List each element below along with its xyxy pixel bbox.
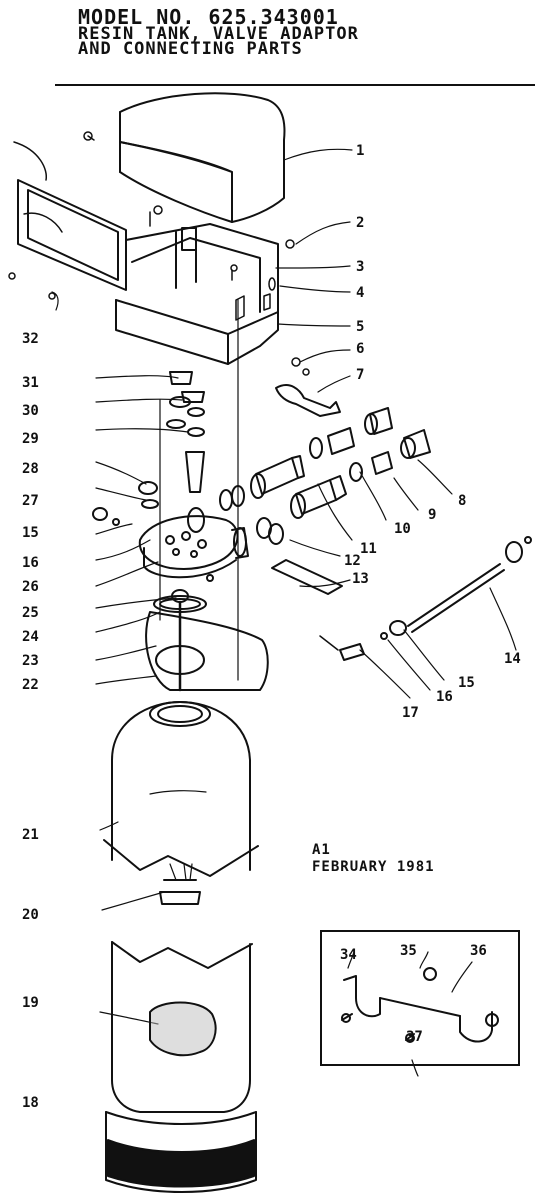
callout-8: 8 [458,493,467,509]
callout-15-left: 15 [22,525,39,541]
resin-tank-lower-part [105,941,257,1193]
top-cover-part [119,92,286,223]
callout-15-right: 15 [458,675,475,691]
callout-16-left: 16 [22,555,39,571]
callout-30: 30 [22,403,39,419]
revision-date: FEBRUARY 1981 [312,859,435,875]
callout-18: 18 [22,1095,39,1111]
callout-10: 10 [394,521,411,537]
callout-37: 37 [406,1029,423,1045]
callout-1: 1 [356,143,365,159]
callout-9: 9 [428,507,437,523]
callout-16-right: 16 [436,689,453,705]
callout-4: 4 [356,285,365,301]
bracket-clip-part [275,384,341,417]
callout-7: 7 [356,367,365,383]
callout-23: 23 [22,653,39,669]
callout-27: 27 [22,493,39,509]
callout-25: 25 [22,605,39,621]
callout-17: 17 [402,705,419,721]
valve-adaptor-part [92,507,249,582]
callout-29: 29 [22,431,39,447]
callout-19: 19 [22,995,39,1011]
callout-32: 32 [22,331,39,347]
leader-lines [51,148,517,1025]
callout-34: 34 [340,947,357,963]
callout-36: 36 [470,943,487,959]
revision-block: A1 FEBRUARY 1981 [312,842,435,876]
side-door-panel-part [13,141,127,291]
callout-13: 13 [352,571,369,587]
title-line-1: RESIN TANK, VALVE ADAPTOR [78,24,359,44]
model-number: MODEL NO. 625.343001 [78,5,339,29]
callout-2: 2 [356,215,365,231]
callout-28: 28 [22,461,39,477]
callout-14: 14 [504,651,521,667]
inset-clamp-parts [341,951,499,1077]
callout-12: 12 [344,553,361,569]
header-rule [55,84,535,86]
callout-22: 22 [22,677,39,693]
small-valve-parts [138,299,239,681]
callout-31: 31 [22,375,39,391]
tank-plate-part [145,611,269,691]
mounting-plate-part [271,559,343,595]
callout-20: 20 [22,907,39,923]
brine-tube-part [407,536,532,633]
callout-6: 6 [356,341,365,357]
callout-24: 24 [22,629,39,645]
tube-fitting-part [319,620,407,661]
callout-11: 11 [360,541,377,557]
revision-code: A1 [312,842,331,858]
cabinet-base-part [115,223,279,365]
title-line-2: AND CONNECTING PARTS [78,39,303,59]
callout-3: 3 [356,259,365,275]
callout-5: 5 [356,319,365,335]
resin-tank-upper-part [103,701,259,905]
callout-21: 21 [22,827,39,843]
diagram-header: MODEL NO. 625.343001 RESIN TANK, VALVE A… [78,5,518,59]
callout-35: 35 [400,943,417,959]
clamp-detail-inset [320,930,520,1066]
screws-part [8,131,310,376]
callout-26: 26 [22,579,39,595]
fittings-part [219,407,431,545]
